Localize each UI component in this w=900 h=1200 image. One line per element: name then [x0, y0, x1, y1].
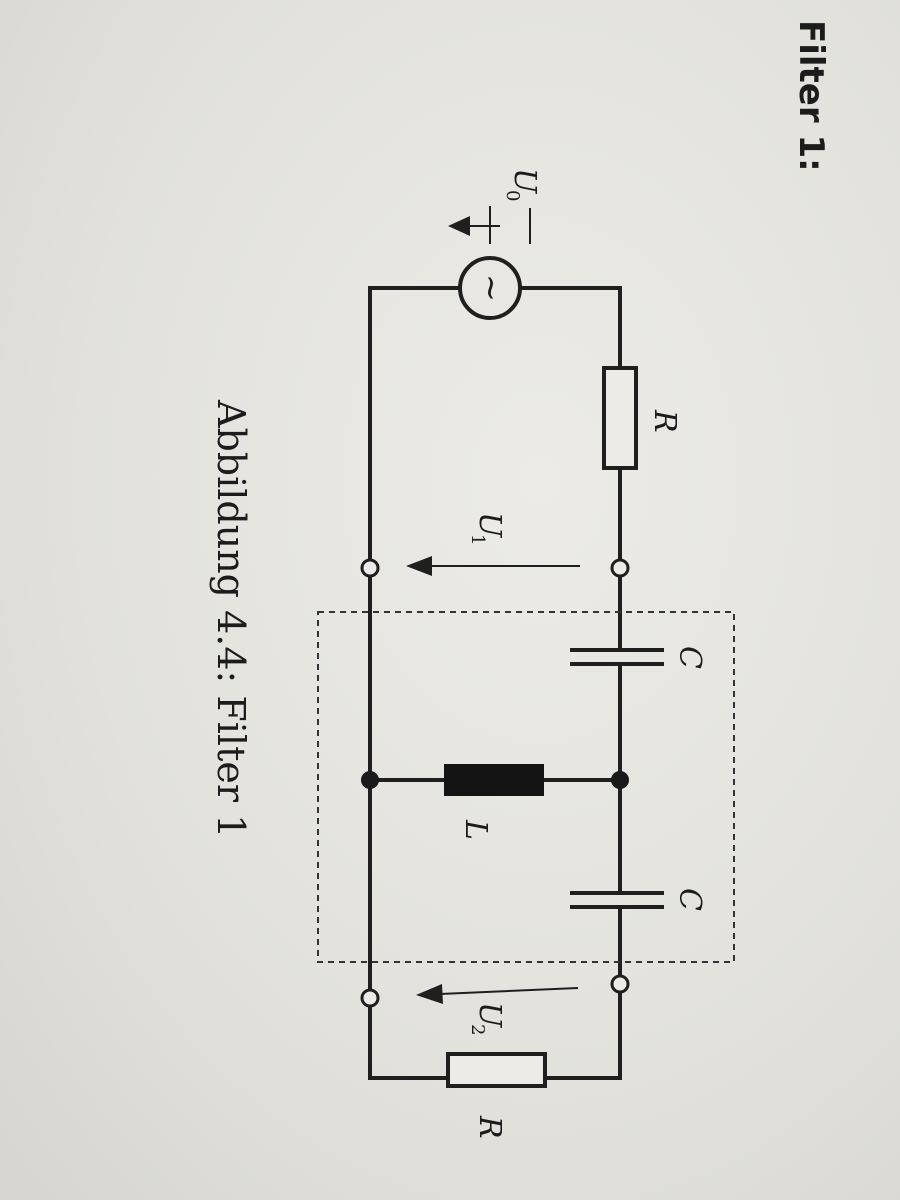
svg-text:U: U — [472, 512, 507, 539]
ac-source-icon — [458, 256, 522, 320]
inductor — [444, 764, 544, 796]
heading: Filter 1: — [791, 20, 831, 172]
inductor-label: L — [458, 819, 493, 840]
figure-caption: Abbildung 4.4: Filter 1 — [209, 399, 253, 838]
capacitor-2-label: C — [672, 888, 707, 911]
output-terminal-top — [610, 974, 630, 994]
u2-arrow-shaft — [439, 987, 579, 995]
input-terminal-top — [610, 558, 630, 578]
svg-text:1: 1 — [467, 534, 488, 545]
svg-text:2: 2 — [467, 1024, 488, 1035]
svg-text:0: 0 — [502, 190, 523, 201]
output-terminal-bottom — [360, 988, 380, 1008]
svg-text:U: U — [507, 168, 542, 195]
resistor-output — [446, 1052, 547, 1088]
resistor-input-label: R — [647, 409, 682, 433]
filter-boundary — [317, 611, 735, 963]
junction-top — [611, 771, 629, 789]
resistor-output-label: R — [472, 1115, 507, 1139]
u0-arrow-head — [448, 216, 470, 236]
resistor-input — [602, 366, 638, 470]
ac-source-symbol: ~ — [471, 274, 511, 303]
u0-label: U 0 — [502, 168, 542, 201]
svg-text:U: U — [472, 1002, 507, 1029]
capacitor-1-label: C — [672, 646, 707, 669]
u1-label: U 1 — [467, 512, 507, 545]
u2-arrow-head — [416, 984, 443, 1004]
input-terminal-bottom — [360, 558, 380, 578]
u1-arrow-head — [406, 556, 432, 576]
u2-label: U 2 — [467, 1002, 507, 1035]
junction-bottom — [361, 771, 379, 789]
